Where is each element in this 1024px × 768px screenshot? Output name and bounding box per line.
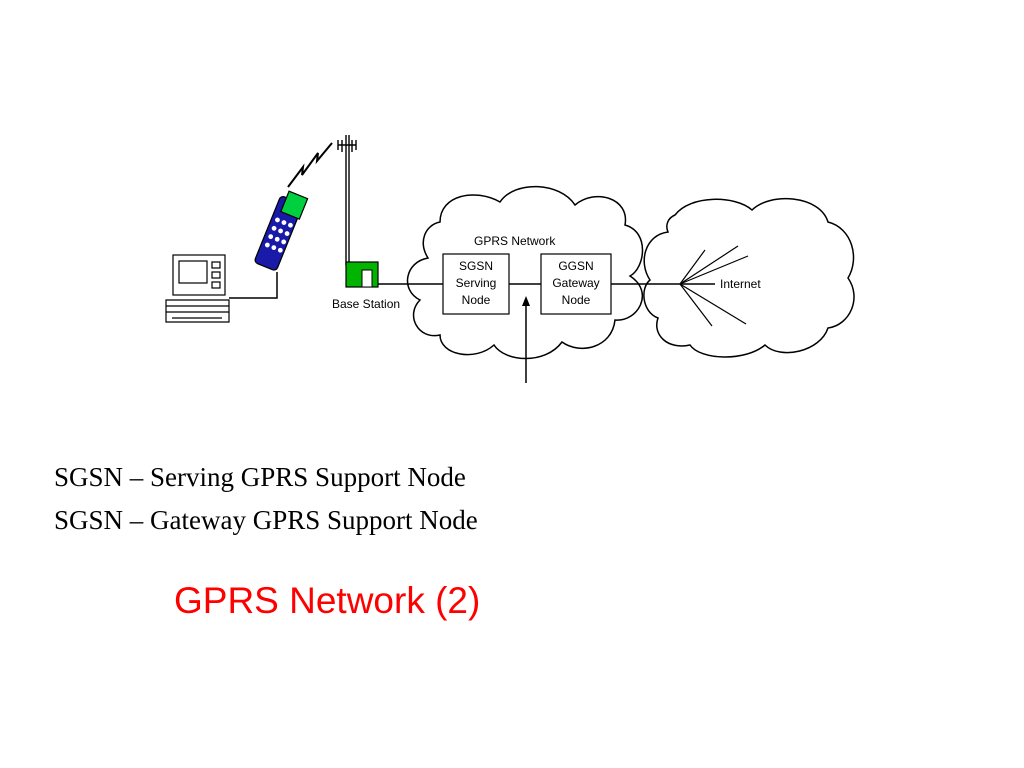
slide-title: GPRS Network (2) — [174, 580, 481, 621]
base-station-box-icon — [345, 261, 379, 288]
sgsn-box-line: SGSN — [459, 259, 493, 273]
definition-ggsn: SGSN – Gateway GPRS Support Node — [54, 505, 478, 535]
laptop-cable — [229, 272, 278, 299]
ggsn-box-line: GGSN — [558, 259, 593, 273]
sgsn-node-box: SGSN Serving Node — [442, 253, 510, 315]
internet-fan-lines — [679, 245, 749, 327]
gprs-network-cloud — [406, 185, 644, 360]
base-station-label: Base Station — [332, 297, 400, 311]
sgsn-box-line: Serving — [456, 276, 497, 290]
definition-sgsn: SGSN – Serving GPRS Support Node — [54, 462, 466, 492]
ggsn-node-box: GGSN Gateway Node — [540, 253, 612, 315]
mobile-phone-icon — [254, 190, 309, 271]
ggsn-box-line: Node — [562, 293, 591, 307]
sgsn-box-line: Node — [462, 293, 491, 307]
internet-label: Internet — [720, 277, 761, 291]
laptop-icon — [165, 254, 230, 323]
upward-arrow — [522, 296, 530, 383]
internet-cloud — [643, 198, 855, 358]
radio-signal-icon — [287, 142, 333, 188]
antenna-tower-icon — [337, 135, 357, 265]
gprs-network-cloud-label: GPRS Network — [474, 234, 556, 248]
gprs-network-diagram: Base Station GPRS Network SGSN Serving N… — [165, 135, 855, 383]
ggsn-box-line: Gateway — [552, 276, 599, 290]
